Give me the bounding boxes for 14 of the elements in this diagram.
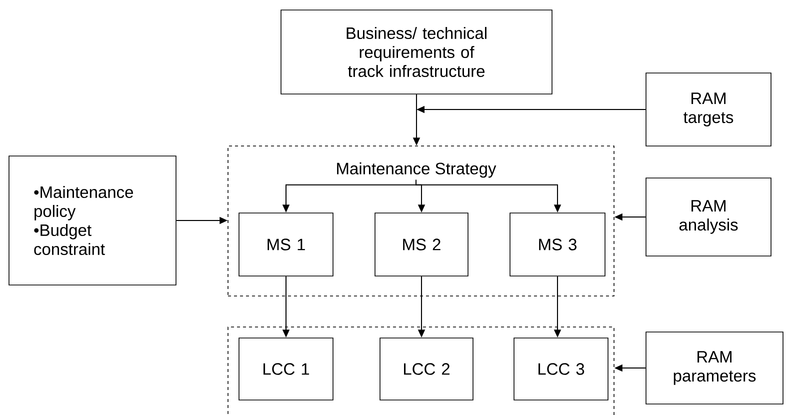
input-box: RAM analysis [646,178,772,256]
dashed-group-box [228,146,614,296]
input-box: •Maintenance policy •Budget constraint [8,156,176,286]
process-box: LCC 3 [514,338,608,400]
group-heading: Maintenance Strategy [337,162,496,178]
process-box: MS 1 [238,212,334,276]
input-box: RAM targets [646,72,772,146]
input-box: RAM parameters [646,332,784,404]
process-box: LCC 2 [380,338,474,400]
dashed-group-box [228,326,614,415]
process-box: MS 3 [510,212,606,276]
requirements-box: Business/ technical requirements of track infrastructure [280,10,552,94]
process-box: MS 2 [374,212,468,276]
process-box: LCC 1 [238,338,334,400]
